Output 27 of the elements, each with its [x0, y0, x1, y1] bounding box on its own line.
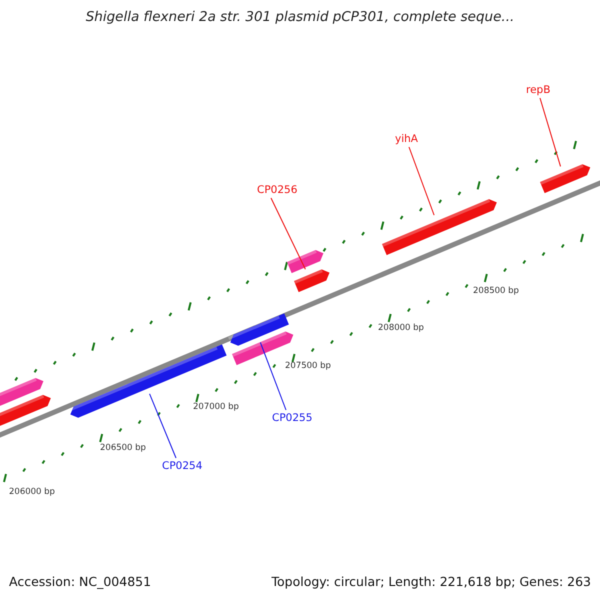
gene-feature [294, 269, 330, 292]
gene-feature [287, 250, 324, 274]
scale-label: 207000 bp [193, 402, 239, 412]
gene-label: repB [526, 84, 550, 96]
gene-feature [0, 378, 44, 406]
leader-line [408, 146, 435, 216]
gene-feature [0, 394, 51, 426]
leader-line [540, 98, 562, 167]
gene-label: CP0256 [257, 184, 298, 196]
scale-label: 208000 bp [378, 323, 424, 333]
footer-text: Topology: circular; Length: 221,618 bp; Genes: 263 [272, 574, 591, 589]
gene-label: CP0254 [162, 460, 202, 472]
scale-label: 208500 bp [473, 286, 519, 296]
leader-line [149, 393, 176, 458]
scale-label: 206500 bp [100, 443, 146, 453]
scale-label: 207500 bp [285, 361, 331, 371]
leader-line [260, 342, 286, 410]
footer-text: Accession: NC_004851 [9, 574, 152, 589]
diagram-title: Shigella flexneri 2a str. 301 plasmid pCP301, complete seque... [84, 9, 516, 25]
gene-label: yihA [395, 133, 418, 145]
gene-feature [68, 344, 227, 418]
gene-feature [540, 164, 590, 194]
scale-label: 206000 bp [9, 487, 55, 497]
gene-feature [382, 199, 497, 256]
gene-feature [228, 313, 289, 346]
leader-line [270, 198, 306, 270]
gene-label: CP0255 [272, 412, 312, 424]
